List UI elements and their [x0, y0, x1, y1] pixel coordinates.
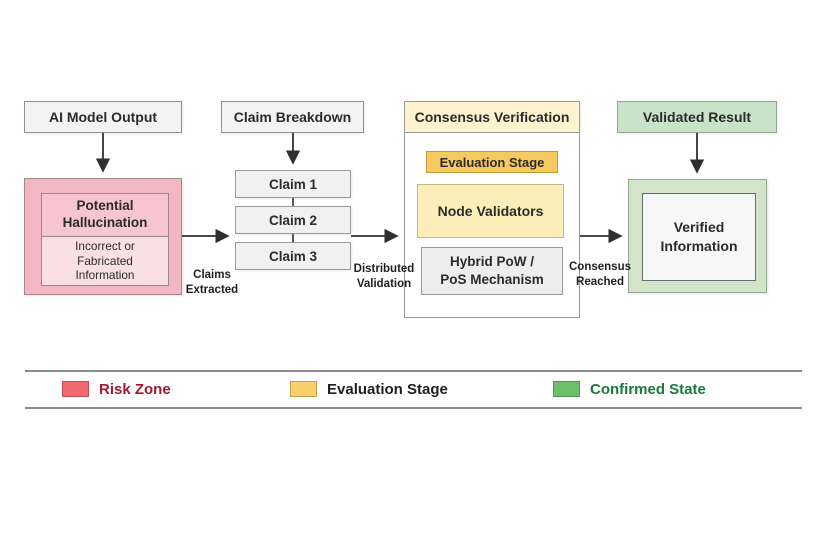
verified-information-box: Verified Information [642, 193, 756, 281]
evaluation-stage-box: Evaluation Stage [426, 151, 558, 173]
confirmed-state-box: Verified Information [628, 179, 767, 293]
risk-zone-swatch [62, 381, 89, 397]
stage1-header: AI Model Output [24, 101, 182, 133]
mechanism-box: Hybrid PoW / PoS Mechanism [421, 247, 563, 295]
risk-zone-box: Potential Hallucination Incorrect or Fab… [24, 178, 182, 295]
node-validators-box: Node Validators [417, 184, 564, 238]
edge-label-distributed-validation: Distributed Validation [353, 263, 415, 290]
edge-label-consensus-reached: Consensus Reached [569, 261, 631, 288]
claim-box-2: Claim 2 [235, 206, 351, 234]
hallucination-inner-box: Potential Hallucination Incorrect or Fab… [41, 193, 169, 286]
edge-label-claims-extracted: Claims Extracted [185, 269, 239, 296]
evaluation-stage-label: Evaluation Stage [327, 380, 448, 398]
legend-item-risk-zone: Risk Zone [62, 379, 171, 399]
evaluation-stage-swatch [290, 381, 317, 397]
claim-box-3: Claim 3 [235, 242, 351, 270]
legend-item-evaluation-stage: Evaluation Stage [290, 379, 448, 399]
confirmed-state-swatch [553, 381, 580, 397]
claim-box-1: Claim 1 [235, 170, 351, 198]
legend-bottom-rule [25, 407, 802, 409]
legend-item-confirmed-state: Confirmed State [553, 379, 706, 399]
legend-top-rule [25, 370, 802, 372]
stage2-header: Claim Breakdown [221, 101, 364, 133]
stage3-header: Consensus Verification [404, 101, 580, 133]
risk-zone-label: Risk Zone [99, 380, 171, 398]
hallucination-title: Potential Hallucination [42, 194, 168, 236]
stage4-header: Validated Result [617, 101, 777, 133]
confirmed-state-label: Confirmed State [590, 380, 706, 398]
hallucination-subtitle: Incorrect or Fabricated Information [42, 235, 168, 285]
